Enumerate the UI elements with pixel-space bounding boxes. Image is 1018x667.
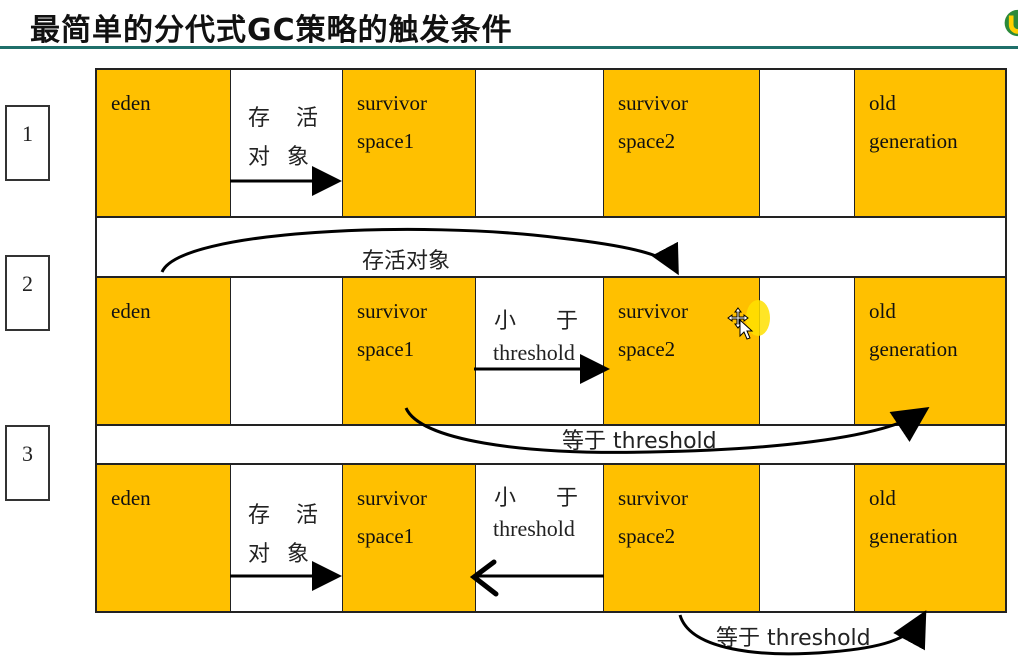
gap-cell	[476, 70, 604, 216]
space1-label: space1	[357, 337, 415, 361]
space2-label: space2	[618, 337, 676, 361]
slide-title: 最简单的分代式GC策略的触发条件	[30, 13, 513, 48]
old-generation-region: old generation	[855, 70, 1005, 216]
space2-label: space2	[618, 524, 676, 548]
eden-region: eden	[97, 70, 231, 216]
arrow-survivor2-to-old	[678, 610, 927, 656]
threshold-label: threshold	[493, 516, 575, 541]
generation-label: generation	[869, 129, 958, 153]
survivor-space1-region: survivor space1	[343, 70, 476, 216]
memory-row-1: eden survivor space1 survivor space2 old ge…	[95, 68, 1007, 218]
old-label: old	[869, 91, 896, 115]
live-char-xiang: 象	[287, 542, 310, 567]
less-char-yu: 于	[556, 486, 579, 511]
old-label: old	[869, 486, 896, 510]
survivor-label: survivor	[618, 486, 688, 510]
gap-cell	[231, 70, 343, 216]
space1-label: space1	[357, 129, 415, 153]
gap-cell	[476, 465, 604, 611]
space2-label: space2	[618, 129, 676, 153]
gap-cell	[760, 70, 855, 216]
less-char-yu: 于	[556, 309, 579, 334]
live-char-huo: 活	[296, 503, 319, 528]
live-char-cun: 存	[248, 106, 271, 131]
survivor-label: survivor	[357, 91, 427, 115]
eden-label: eden	[111, 299, 151, 323]
survivor-label: survivor	[357, 299, 427, 323]
survivor-space1-region: survivor space1	[343, 465, 476, 611]
less-char-xiao: 小	[494, 309, 517, 334]
gap-cell	[231, 278, 343, 424]
eden-region: eden	[97, 278, 231, 424]
generation-label: generation	[869, 524, 958, 548]
old-generation-region: old generation	[855, 278, 1005, 424]
move-cursor-icon	[727, 307, 754, 340]
live-char-dui: 对	[248, 542, 271, 567]
less-char-xiao: 小	[494, 486, 517, 511]
survivor-space2-region: survivor space2	[604, 278, 760, 424]
gap-cell	[760, 278, 855, 424]
step-box-1: 1	[5, 105, 50, 181]
step-box-2: 2	[5, 255, 50, 331]
live-char-dui: 对	[248, 145, 271, 170]
live-char-cun: 存	[248, 503, 271, 528]
survivor-label: survivor	[618, 299, 688, 323]
survivor-space1-region: survivor space1	[343, 278, 476, 424]
arrow-survivor1-to-old	[404, 407, 930, 454]
memory-row-2: eden survivor space1 survivor space2 old ge…	[95, 276, 1007, 426]
gap-band-1	[95, 218, 1007, 276]
eden-region: eden	[97, 465, 231, 611]
cursor-highlight	[746, 300, 770, 336]
generation-label: generation	[869, 337, 958, 361]
arrow-eden-to-survivor2	[160, 227, 679, 276]
gap-cell	[476, 278, 604, 424]
old-generation-region: old generation	[855, 465, 1005, 611]
live-char-huo: 活	[296, 106, 319, 131]
survivor-space2-region: survivor space2	[604, 70, 760, 216]
equal-threshold-label: 等于 threshold	[716, 626, 871, 651]
old-label: old	[869, 299, 896, 323]
live-objects-label: 存活对象	[362, 249, 451, 274]
eden-label: eden	[111, 486, 151, 510]
step-box-3: 3	[5, 425, 50, 501]
survivor-space2-region: survivor space2	[604, 465, 760, 611]
space1-label: space1	[357, 524, 415, 548]
live-char-xiang: 象	[287, 145, 310, 170]
threshold-label: threshold	[493, 340, 575, 365]
title-rule	[0, 46, 1018, 49]
survivor-label: survivor	[618, 91, 688, 115]
memory-row-3: eden survivor space1 survivor space2 old ge…	[95, 463, 1007, 613]
gap-cell	[760, 465, 855, 611]
arrow-head-left	[469, 559, 499, 597]
survivor-label: survivor	[357, 486, 427, 510]
eden-label: eden	[111, 91, 151, 115]
